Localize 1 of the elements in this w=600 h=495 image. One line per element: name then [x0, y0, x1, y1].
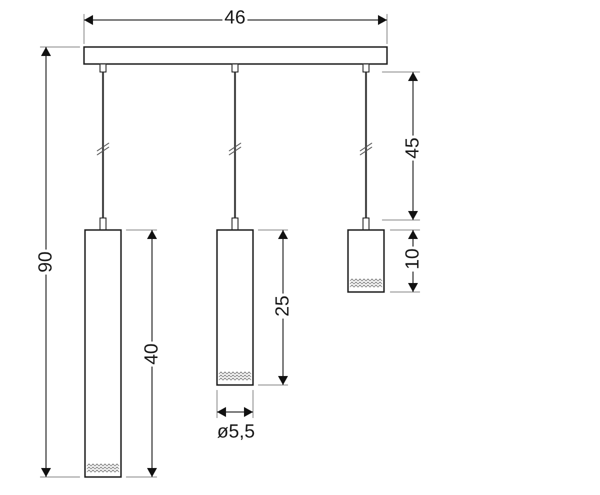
dimension-label: ø5,5 — [214, 422, 258, 442]
